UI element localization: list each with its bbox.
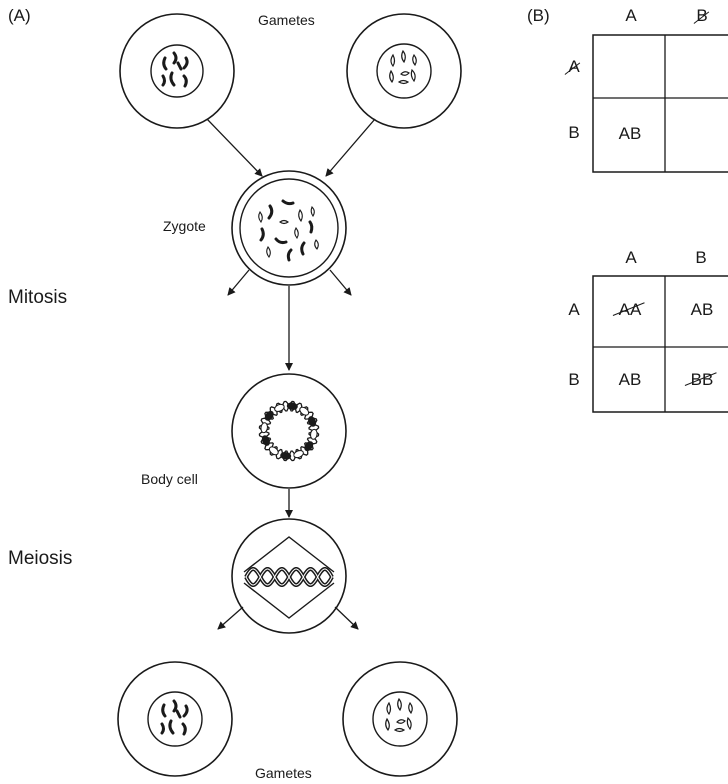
gamete-cell-top-right: [346, 13, 462, 129]
gametes-top-label: Gametes: [258, 12, 315, 28]
punnett-grid-1: [592, 34, 728, 173]
zygote-label: Zygote: [163, 218, 206, 234]
grid2-cell-aa-struck: AA: [609, 300, 651, 320]
chromosomes-dark: [161, 51, 189, 88]
grid2-row-header-b: B: [568, 370, 580, 389]
grid1-col-header-b-struck: B: [692, 6, 712, 26]
panel-a-label: (A): [8, 6, 31, 25]
meiosis-cell: [231, 518, 347, 634]
mitosis-label: Mitosis: [8, 287, 68, 308]
grid1-col-header-a: A: [625, 6, 637, 25]
grid2-col-header-b: B: [695, 248, 707, 267]
zygote-cell: [231, 170, 347, 286]
meiosis-label: Meiosis: [8, 548, 73, 569]
grid1-row-header-b: B: [568, 123, 580, 142]
chromosomes-light: [389, 49, 417, 85]
grid2-row-header-a: A: [568, 300, 580, 319]
grid2-cell-r2c1: AB: [618, 370, 642, 389]
grid1-cell-r2c1: AB: [618, 124, 642, 143]
punnett-grid-2: [592, 275, 728, 413]
gametes-bottom-label: Gametes: [255, 765, 312, 781]
body-cell: [231, 373, 347, 489]
gamete-cell-bottom-right: [342, 661, 458, 777]
grid1-row-header-a-struck: A: [564, 57, 584, 77]
gamete-cell-top-left: [119, 13, 235, 129]
grid2-col-header-a: A: [625, 248, 637, 267]
grid2-cell-bb-struck: BB: [681, 370, 723, 390]
gamete-cell-bottom-left: [117, 661, 233, 777]
grid2-cell-r1c2: AB: [690, 300, 714, 319]
body-cell-label: Body cell: [141, 471, 198, 487]
panel-b-label: (B): [527, 6, 550, 25]
